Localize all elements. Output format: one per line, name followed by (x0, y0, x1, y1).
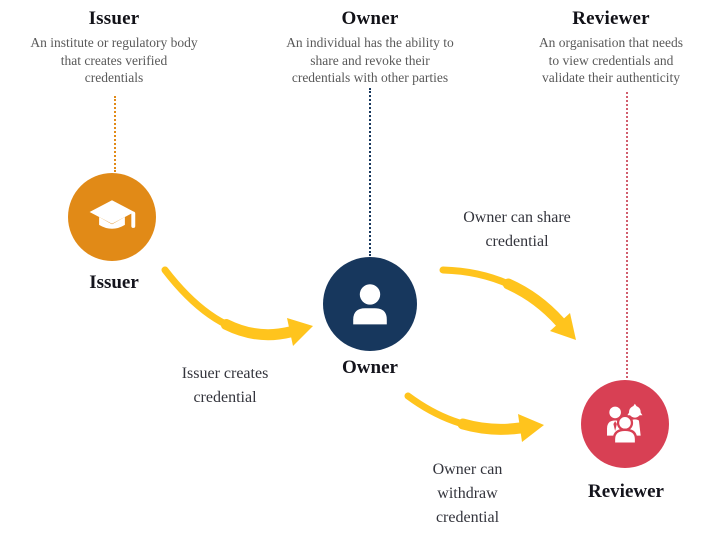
arrowhead-icon (518, 414, 544, 442)
issuer-to-owner-arrow (161, 266, 313, 346)
reviewer-node-label: Reviewer (588, 481, 664, 502)
reviewer-description: An organisation that needs to view crede… (538, 35, 684, 85)
owner-node-label: Owner (342, 357, 398, 378)
arrowhead-icon (287, 318, 313, 346)
issuer-header: Issuer An institute or regulatory body t… (5, 8, 223, 87)
issuer-description: An institute or regulatory body that cre… (30, 35, 198, 85)
owner-header: Owner An individual has the ability to s… (248, 8, 492, 87)
issuer-node-label: Issuer (89, 272, 139, 293)
person-icon (353, 284, 387, 325)
issuer-creates-caption: Issuer creates credential (181, 365, 269, 406)
people-group-icon (607, 403, 643, 445)
graduation-cap-icon (89, 200, 136, 229)
owner-share-arrow (439, 266, 576, 340)
owner-share-caption: Owner can share credential (463, 209, 571, 250)
issuer-title: Issuer (88, 8, 140, 29)
issuer-node (68, 173, 156, 261)
reviewer-node (581, 380, 669, 468)
owner-title: Owner (341, 8, 399, 29)
owner-node (323, 257, 417, 351)
owner-withdraw-caption: Owner can withdraw credential (432, 461, 503, 526)
owner-withdraw-arrow (404, 392, 544, 442)
issuer-dotted-connector (114, 96, 116, 172)
reviewer-header: Reviewer An organisation that needs to v… (500, 8, 722, 87)
owner-dotted-connector (369, 88, 371, 256)
reviewer-dotted-connector (626, 92, 628, 378)
owner-description: An individual has the ability to share a… (286, 35, 454, 85)
reviewer-title: Reviewer (572, 8, 650, 29)
arrowhead-icon (550, 313, 576, 340)
